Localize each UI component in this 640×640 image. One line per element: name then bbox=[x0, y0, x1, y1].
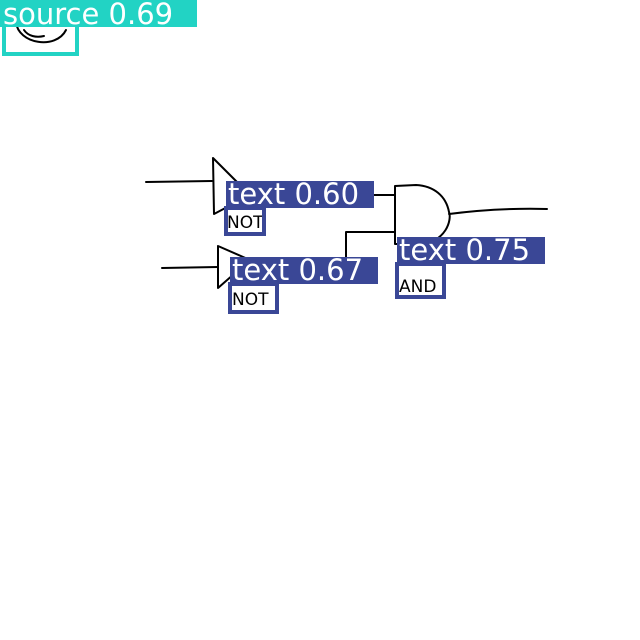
detection-tag-bg-text-3 bbox=[397, 237, 545, 264]
detection-tag-text-2: text 0.67 bbox=[232, 253, 363, 287]
detection-tag-bg-source bbox=[0, 0, 197, 27]
detection-tag-bg-text-2 bbox=[230, 257, 378, 284]
gate-label-not-bottom: NOT bbox=[232, 290, 269, 310]
gate-label-not-top: NOT bbox=[227, 213, 264, 233]
detection-tag-bg-text-1 bbox=[226, 181, 374, 208]
detection-tag-source: source 0.69 bbox=[3, 0, 173, 31]
source-symbol bbox=[15, 21, 67, 44]
input-wire-bottom bbox=[161, 266, 219, 269]
detection-tag-text-3: text 0.75 bbox=[399, 233, 530, 267]
detection-tag-text-1: text 0.60 bbox=[228, 177, 359, 211]
gate-label-and: AND bbox=[399, 277, 436, 297]
input-wire-top bbox=[145, 180, 213, 183]
